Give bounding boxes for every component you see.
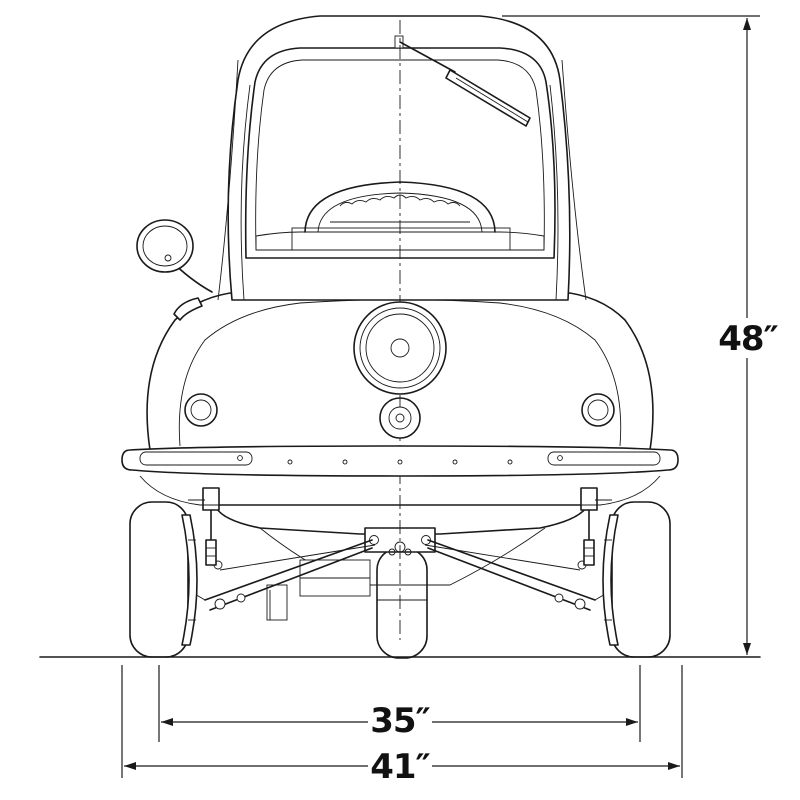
indicator-lamp-right bbox=[581, 393, 615, 427]
wheel-left bbox=[129, 501, 198, 658]
height-label: 48″ bbox=[718, 319, 778, 359]
side-indicator bbox=[173, 297, 203, 321]
wheel-right bbox=[602, 501, 671, 658]
front-bumper bbox=[121, 445, 679, 506]
shock-absorber-left bbox=[187, 487, 220, 601]
shock-absorber-right bbox=[580, 487, 613, 601]
width-label: 41″ bbox=[370, 747, 430, 787]
track-dimension: 35″ bbox=[158, 665, 641, 742]
track-label: 35″ bbox=[370, 701, 430, 741]
front-badge bbox=[379, 397, 421, 439]
indicator-lamp-left bbox=[184, 393, 218, 427]
wiper bbox=[394, 35, 531, 127]
headlight bbox=[353, 301, 447, 395]
width-dimension: 41″ bbox=[121, 665, 683, 787]
height-dimension: 48″ bbox=[502, 15, 780, 655]
center-wheel bbox=[376, 547, 428, 659]
suspension-linkage bbox=[204, 539, 596, 611]
side-mirror bbox=[136, 219, 213, 293]
underbody bbox=[214, 504, 589, 621]
